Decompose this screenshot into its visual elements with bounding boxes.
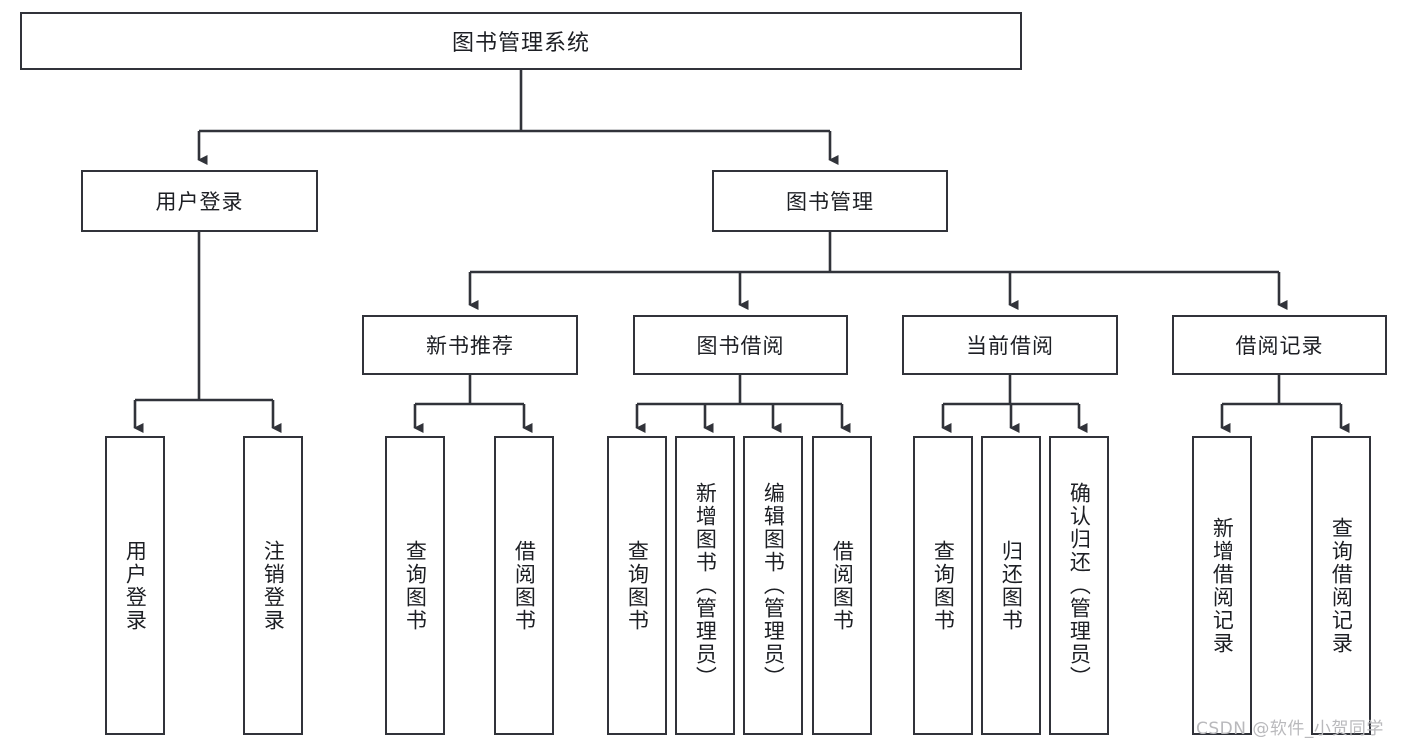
node-root-label: 图书管理系统 (451, 31, 590, 56)
node-leaf-add-record-label: 新增借阅记录 (1210, 516, 1235, 655)
node-current-borrow-label: 当前借阅 (966, 334, 1054, 358)
node-leaf-query-record-label: 查询借阅记录 (1329, 516, 1354, 655)
node-leaf-query-book-2[interactable]: 查询图书 (607, 436, 667, 735)
node-borrow-record-label: 借阅记录 (1235, 334, 1324, 358)
node-leaf-add-book-label: 新增图书（管理员） (693, 482, 718, 689)
csdn-watermark: CSDN @软件_小贺同学 (1196, 719, 1384, 739)
node-leaf-query-book-2-label: 查询图书 (625, 539, 650, 632)
node-leaf-query-book-1-label: 查询图书 (403, 539, 428, 632)
node-root[interactable]: 图书管理系统 (20, 12, 1022, 70)
node-book-manage-label: 图书管理 (786, 190, 874, 214)
node-leaf-logout[interactable]: 注销登录 (243, 436, 303, 735)
node-book-borrow-label: 图书借阅 (696, 334, 785, 358)
node-leaf-add-record[interactable]: 新增借阅记录 (1192, 436, 1252, 735)
node-leaf-borrow-book-2-label: 借阅图书 (830, 539, 855, 632)
node-book-borrow[interactable]: 图书借阅 (633, 315, 848, 375)
node-leaf-borrow-book-1-label: 借阅图书 (512, 539, 537, 632)
node-leaf-edit-book[interactable]: 编辑图书（管理员） (743, 436, 803, 735)
node-leaf-return-book[interactable]: 归还图书 (981, 436, 1041, 735)
node-leaf-borrow-book-1[interactable]: 借阅图书 (494, 436, 554, 735)
node-leaf-confirm-return-label: 确认归还（管理员） (1067, 482, 1092, 689)
node-leaf-query-book-1[interactable]: 查询图书 (385, 436, 445, 735)
node-new-book-rec[interactable]: 新书推荐 (362, 315, 578, 375)
node-borrow-record[interactable]: 借阅记录 (1172, 315, 1387, 375)
node-new-book-rec-label: 新书推荐 (426, 334, 514, 358)
node-user-login[interactable]: 用户登录 (81, 170, 318, 232)
node-current-borrow[interactable]: 当前借阅 (902, 315, 1118, 375)
node-leaf-add-book[interactable]: 新增图书（管理员） (675, 436, 735, 735)
node-leaf-user-login-label: 用户登录 (123, 539, 148, 632)
node-leaf-return-book-label: 归还图书 (999, 539, 1024, 632)
node-leaf-confirm-return[interactable]: 确认归还（管理员） (1049, 436, 1109, 735)
node-leaf-query-book-3[interactable]: 查询图书 (913, 436, 973, 735)
node-book-manage[interactable]: 图书管理 (712, 170, 948, 232)
node-leaf-user-login[interactable]: 用户登录 (105, 436, 165, 735)
node-user-login-label: 用户登录 (155, 190, 244, 214)
node-leaf-query-record[interactable]: 查询借阅记录 (1311, 436, 1371, 735)
node-leaf-edit-book-label: 编辑图书（管理员） (761, 482, 786, 689)
node-leaf-borrow-book-2[interactable]: 借阅图书 (812, 436, 872, 735)
node-leaf-query-book-3-label: 查询图书 (931, 539, 956, 632)
node-leaf-logout-label: 注销登录 (261, 539, 286, 632)
